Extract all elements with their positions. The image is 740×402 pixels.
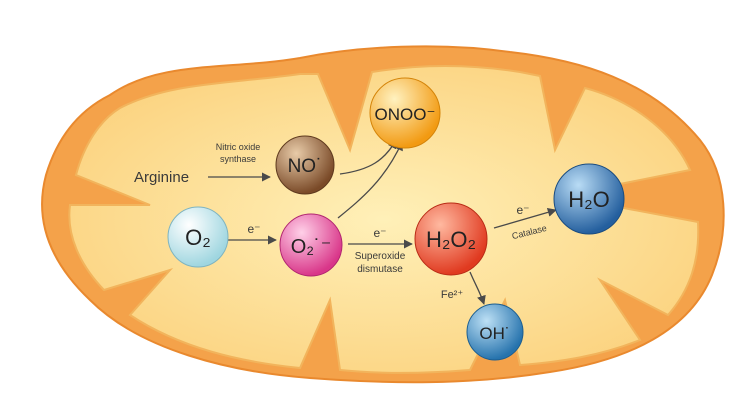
arrow-h2o2-to-oh [469,271,486,305]
electron-label-o2: e⁻ [247,222,260,236]
superoxide-sphere [279,213,343,277]
h2o2-label: H₂O₂ [426,227,476,252]
arrow-h2o2-to-h2o [493,207,557,229]
reaction-arrows [208,139,557,305]
electron-label-h2o2: e⁻ [516,203,529,217]
o2-label: O₂ [185,225,211,250]
oh-label: OH˙ [479,324,510,343]
oh-sphere [466,303,524,361]
peroxynitrite-sphere [369,77,441,149]
h2o2-sphere [414,202,488,276]
molecule-no: NO˙ [275,135,335,195]
molecule-o2: O₂ [167,206,229,268]
nos-label-line2: synthase [220,154,256,164]
sod-label-line1: Superoxide [355,251,406,262]
o2-sphere [167,206,229,268]
sod-label-line2: dismutase [357,264,403,275]
iron-label: Fe²⁺ [441,289,464,301]
no-sphere [275,135,335,195]
inner-membrane [68,65,700,374]
h2o-sphere [553,163,625,235]
peroxynitrite-label: ONOO⁻ [375,105,436,124]
molecule-superoxide: O₂˙⁻ [279,213,343,277]
molecule-h2o2: H₂O₂ [414,202,488,276]
arginine-label: Arginine [134,169,189,186]
molecule-h2o: H₂O [553,163,625,235]
molecule-peroxynitrite: ONOO⁻ [369,77,441,149]
no-label: NO˙ [288,156,323,177]
arrow-superoxide-to-peroxynitrite [337,141,403,219]
molecule-oh: OH˙ [466,303,524,361]
electron-label-superoxide: e⁻ [373,226,386,240]
h2o-label: H₂O [568,187,610,212]
superoxide-label: O₂˙⁻ [291,236,332,258]
nos-label-line1: Nitric oxide [216,142,261,152]
